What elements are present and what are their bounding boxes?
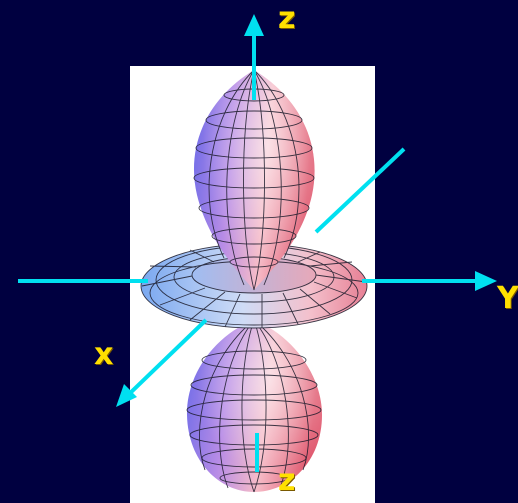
z-axis-label-top: z — [278, 1, 296, 36]
z-axis-label-bottom: z — [278, 463, 296, 498]
x-arrowhead — [116, 384, 137, 407]
axis-arrowheads — [116, 14, 497, 407]
x-axis-back-segment — [314, 147, 406, 234]
lower-lobe — [186, 319, 322, 493]
upper-lobe — [193, 69, 315, 291]
y-arrowhead — [475, 271, 497, 291]
x-axis-front-line — [124, 318, 208, 399]
y-axis-label: Y — [497, 281, 518, 316]
axes-front — [18, 30, 485, 472]
x-axis-label: x — [94, 337, 114, 372]
z-arrowhead — [244, 14, 264, 36]
